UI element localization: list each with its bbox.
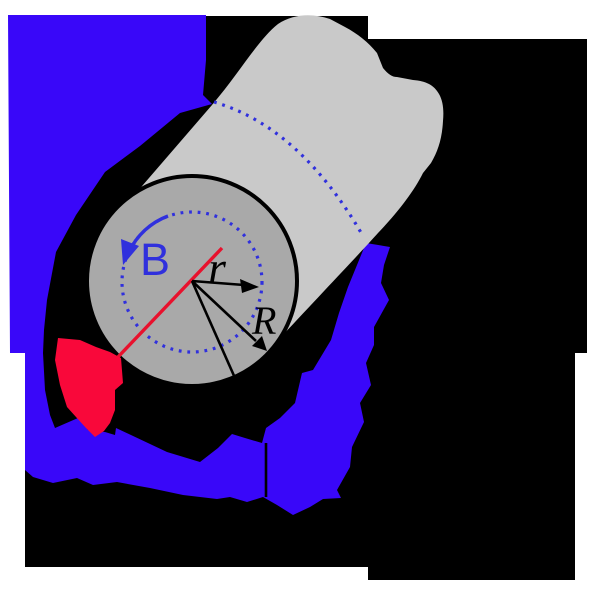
long-radius-line (190, 280, 237, 379)
red-distorted-blob (55, 338, 123, 437)
outer-radius-label: R (251, 298, 276, 343)
b-field-label: B (140, 234, 170, 285)
inner-radius-arrowhead-icon (240, 279, 259, 293)
wire-body (130, 15, 444, 337)
amperian-loop-dotted-circle (120, 210, 264, 354)
red-radius-line (116, 246, 224, 359)
inner-radius-arrow-line (191, 279, 245, 287)
inner-radius-label: r (208, 242, 227, 293)
outer-radius-arrowhead-icon (252, 336, 267, 351)
outer-radius-arrow-line (191, 280, 257, 342)
blue-distorted-blob (8, 15, 390, 515)
b-field-arrowhead-icon (121, 239, 139, 265)
